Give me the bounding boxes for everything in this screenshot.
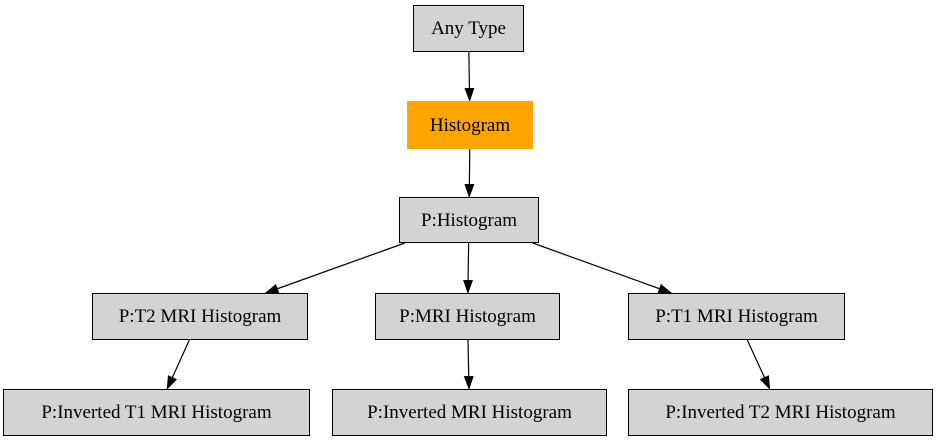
edge-any_type-to-histogram: [464, 51, 475, 102]
node-label: P:T2 MRI Histogram: [118, 306, 282, 327]
node-label: Histogram: [429, 114, 511, 136]
edge-p_t1-to-p_inv_t2: [746, 339, 771, 390]
node-p-histogram[interactable]: P:Histogram: [399, 197, 539, 243]
node-p-t2-mri-histogram[interactable]: P:T2 MRI Histogram: [92, 293, 308, 340]
node-label: P:Inverted T1 MRI Histogram: [41, 402, 272, 423]
node-p-inverted-mri-histogram[interactable]: P:Inverted MRI Histogram: [332, 389, 607, 436]
edge-p_mri-to-p_inv_mri: [463, 339, 474, 390]
node-any-type[interactable]: Any Type: [413, 5, 524, 52]
node-label: P:T1 MRI Histogram: [655, 306, 818, 327]
node-p-mri-histogram[interactable]: P:MRI Histogram: [375, 293, 560, 340]
edge-p_histogram-to-p_t1: [532, 242, 673, 294]
node-label: Any Type: [431, 18, 506, 39]
node-p-inverted-t2-mri-histogram[interactable]: P:Inverted T2 MRI Histogram: [628, 389, 933, 436]
edge-histogram-to-p_histogram: [464, 148, 475, 198]
edge-p_histogram-to-p_mri: [463, 242, 474, 294]
node-label: P:MRI Histogram: [399, 306, 536, 327]
node-p-t1-mri-histogram[interactable]: P:T1 MRI Histogram: [628, 293, 845, 340]
edge-p_t2-to-p_inv_t1: [166, 339, 190, 390]
node-label: P:Histogram: [420, 209, 518, 231]
edge-group: [166, 51, 771, 390]
node-histogram-highlighted[interactable]: Histogram: [407, 101, 533, 149]
node-label: P:Inverted MRI Histogram: [367, 402, 572, 423]
node-label: P:Inverted T2 MRI Histogram: [665, 402, 896, 423]
node-p-inverted-t1-mri-histogram[interactable]: P:Inverted T1 MRI Histogram: [3, 389, 310, 436]
edge-p_histogram-to-p_t2: [264, 242, 406, 294]
